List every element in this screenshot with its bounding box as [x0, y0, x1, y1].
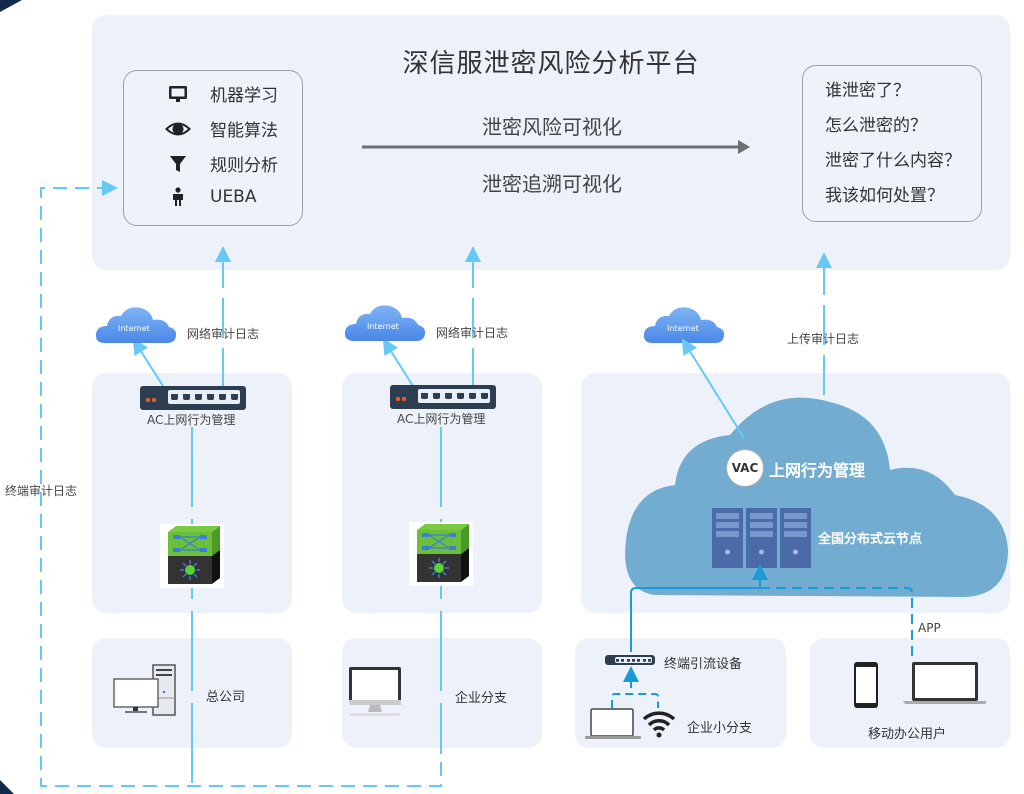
- cloud-servers-icon: [712, 508, 811, 568]
- internet-cloud-icon: [95, 307, 177, 343]
- traffic-steering-device-icon: [605, 655, 655, 665]
- network-audit-log-label: 网络审计日志: [436, 326, 509, 340]
- mobile-users-label: 移动办公用户: [868, 727, 947, 742]
- questions-box: 谁泄密了？ 怎么泄密的？ 泄密了什么内容？ 我该如何处置？: [802, 65, 982, 222]
- feature-item: UEBA: [164, 186, 256, 208]
- desktop-tower-icon: [113, 664, 176, 716]
- hq-internet-line: [132, 338, 164, 387]
- person-icon: [164, 186, 192, 208]
- core-switch-icon: [409, 522, 473, 586]
- question-item: 泄密了什么内容？: [825, 151, 961, 171]
- flow-top-label: 泄密风险可视化: [482, 115, 622, 139]
- internet-label: Internet: [118, 324, 150, 333]
- wifi-icon: [642, 711, 676, 738]
- platform-title: 深信服泄密风险分析平台: [402, 49, 700, 79]
- vac-label: 上网行为管理: [769, 461, 866, 480]
- internet-cloud-icon: [344, 305, 426, 341]
- feature-item: 规则分析: [164, 151, 278, 176]
- terminal-audit-log-label: 终端审计日志: [5, 484, 78, 498]
- ac-gateway-label: AC上网行为管理: [147, 413, 236, 427]
- branch-internet-line: [382, 338, 414, 387]
- feature-item: 智能算法: [164, 116, 278, 141]
- core-switch-icon: [160, 524, 224, 588]
- laptop-icon: [903, 662, 987, 704]
- flow-arrow: [362, 139, 752, 154]
- internet-label: Internet: [667, 324, 699, 333]
- corner-accent-bottom-left: [0, 780, 14, 794]
- feature-item: 机器学习: [164, 81, 278, 106]
- ac-gateway-icon: [140, 386, 246, 410]
- ac-gateway-icon: [390, 385, 496, 409]
- laptop-icon: [585, 708, 641, 739]
- terminal-audit-line: [40, 180, 442, 787]
- app-label: APP: [918, 621, 941, 635]
- feature-label: 规则分析: [210, 156, 278, 176]
- capabilities-box: 机器学习 智能算法 规则分析 UEBA: [123, 70, 303, 226]
- smartphone-icon: [854, 662, 878, 708]
- small-branch-label: 企业小分支: [687, 721, 753, 736]
- monitor-icon: [164, 83, 192, 105]
- internet-cloud-icon: [643, 307, 725, 343]
- vac-badge: VAC: [726, 449, 764, 487]
- traffic-steering-device-label: 终端引流设备: [664, 657, 743, 672]
- internet-label: Internet: [367, 322, 399, 331]
- hq-site-label: 总公司: [206, 690, 246, 705]
- network-audit-log-label: 网络审计日志: [187, 327, 260, 341]
- feature-label: UEBA: [210, 187, 257, 207]
- flow-bottom-label: 泄密追溯可视化: [482, 172, 622, 196]
- vac-badge-text: VAC: [731, 461, 759, 475]
- ac-gateway-label: AC上网行为管理: [397, 412, 486, 426]
- eye-icon: [164, 118, 192, 140]
- branch-site-label: 企业分支: [455, 691, 508, 706]
- cloud-nodes-label: 全国分布式云节点: [818, 532, 923, 547]
- question-item: 怎么泄密的？: [825, 116, 927, 136]
- feature-label: 智能算法: [210, 121, 278, 141]
- question-item: 我该如何处置？: [825, 186, 944, 206]
- question-item: 谁泄密了？: [825, 81, 910, 101]
- corner-accent-top-left: [0, 0, 22, 12]
- platform-panel: 深信服泄密风险分析平台 机器学习 智能算法 规则分析 UEBA 泄密: [92, 15, 1010, 270]
- imac-icon: [349, 667, 401, 716]
- upload-audit-log-label: 上传审计日志: [787, 332, 860, 346]
- feature-label: 机器学习: [210, 86, 278, 106]
- filter-icon: [164, 153, 192, 175]
